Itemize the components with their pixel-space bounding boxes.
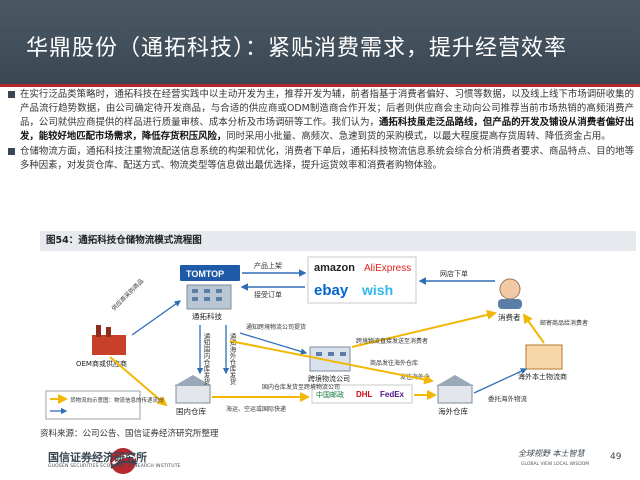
label-deliver-consumer: 邮寄商品给消费者 [540, 319, 588, 327]
carrier-china-post: 中国邮政 [316, 390, 344, 399]
carrier-fedex: FedEx [380, 390, 405, 399]
factory-icon [92, 335, 126, 355]
label-dom-ship-to-cb: 国内仓库发货至跨境物流公司 [262, 383, 340, 391]
label-overseas-delivery: 委托海外物流 [488, 394, 528, 403]
footer-org-name: 国信证券经济研究所 [48, 451, 147, 464]
label-notify-domestic-ship: 通知国内仓库发货 [202, 332, 210, 387]
carrier-dhl: DHL [356, 390, 373, 399]
label-dispatch-overseas: 商品发往海外仓库 [370, 359, 418, 367]
page-number: 49 [610, 452, 622, 462]
logistics-flow-diagram: amazon AliExpress ebay wish TOMTOP 通拓科技 … [45, 256, 588, 420]
label-notify-cb-pickup: 通知跨境物流公司提货 [246, 323, 306, 331]
label-notify-overseas-ship: 通知海外仓库发货 [228, 332, 236, 387]
bullet-square-icon [8, 148, 15, 155]
node-domestic-warehouse: 国内仓库 [176, 406, 206, 416]
node-crossborder: 跨境物流公司 [308, 374, 350, 383]
domestic-warehouse-icon [175, 384, 211, 404]
label-cb-express: 海运、空运或国际快递 [226, 405, 286, 413]
platforms-box [307, 256, 417, 304]
label-online-order: 网店下单 [440, 269, 468, 278]
bullet-square-icon [8, 91, 15, 98]
node-tongtuo: 通拓科技 [192, 311, 222, 321]
label-cb-to-consumer: 跨境物流直接发送至消费者 [356, 337, 428, 345]
label-supplier-purchase: 供应商采购商品 [110, 277, 145, 312]
guosen-logo-icon [110, 448, 138, 474]
node-overseas-warehouse: 海外仓库 [438, 406, 468, 416]
overseas-warehouse-icon [437, 384, 473, 404]
tomtop-logo [180, 265, 240, 281]
footer-slogan: 全球视野 本土智慧 [518, 449, 585, 458]
bullet-paragraph-1: 在实行泛品类策略时，通拓科技在经营实践中以主动开发为主，推荐开发为辅，前者指基于… [8, 88, 634, 144]
header-accent-bar [0, 84, 640, 87]
figure-source: 资料来源：公司公告、国信证券经济研究所整理 [40, 429, 219, 439]
carriers-box [311, 384, 413, 404]
platform-aliexpress-logo: AliExpress [364, 263, 411, 274]
node-oem: OEM商或供应商 [76, 359, 127, 368]
tomtop-logo-text: TOMTOP [186, 269, 224, 279]
consumer-icon [499, 278, 521, 300]
slide-header: 华鼎股份（通拓科技）：紧贴消费需求，提升经营效率 [0, 0, 640, 84]
figure-caption: 图54：通拓科技仓储物流模式流程图 [40, 231, 636, 251]
label-receive-order: 接受订单 [254, 290, 282, 299]
node-overseas-logistics: 海外本土物流商 [518, 372, 567, 381]
footer-org-name-en: GUOSEN SECURITIES ECONOMIC RESEARCH INST… [48, 464, 181, 469]
label-product-listing: 产品上架 [254, 261, 282, 270]
platform-amazon-logo: amazon [314, 262, 355, 274]
overseas-logistics-icon [525, 344, 563, 370]
paragraph-1-text-a: 在实行泛品类策略时，通拓科技在经营实践中以主动开发为主，推荐开发为辅，前者指基于… [20, 89, 634, 128]
paragraph-2-text: 仓储物流方面，通拓科技注重物流配送信息系统的构架和优化，消费者下单后，通拓科技物… [20, 146, 634, 171]
paragraph-1-text-b: 同时采用小批量、高频次、急速到货的采购模式，以最大程度提高存货周转、降低资金占用… [226, 131, 611, 142]
slide-title: 华鼎股份（通拓科技）：紧贴消费需求，提升经营效率 [26, 36, 568, 61]
crossborder-building-icon [309, 346, 351, 372]
body-text: 在实行泛品类策略时，通拓科技在经营实践中以主动开发为主，推荐开发为辅，前者指基于… [8, 88, 634, 174]
legend-box [45, 390, 141, 420]
bullet-paragraph-2: 仓储物流方面，通拓科技注重物流配送信息系统的构架和优化，消费者下单后，通拓科技物… [8, 145, 634, 173]
legend-text: 货物流向示意图：物流信息的传递流向 [70, 396, 164, 404]
platform-ebay-logo: ebay [314, 282, 349, 299]
platform-wish-logo: wish [361, 282, 393, 298]
paragraph-1-bold: 通拓科技虽走泛品路线，但产品的开发及铺设从消费者偏好出发，能较好地匹配市场需求，… [20, 117, 634, 142]
figure-container: 图54：通拓科技仓储物流模式流程图 amazon AliExpress ebay… [40, 231, 636, 443]
footer-slogan-en: GLOBAL VIEW LOCAL WISDOM [521, 462, 590, 467]
node-consumer: 消费者 [498, 312, 521, 322]
